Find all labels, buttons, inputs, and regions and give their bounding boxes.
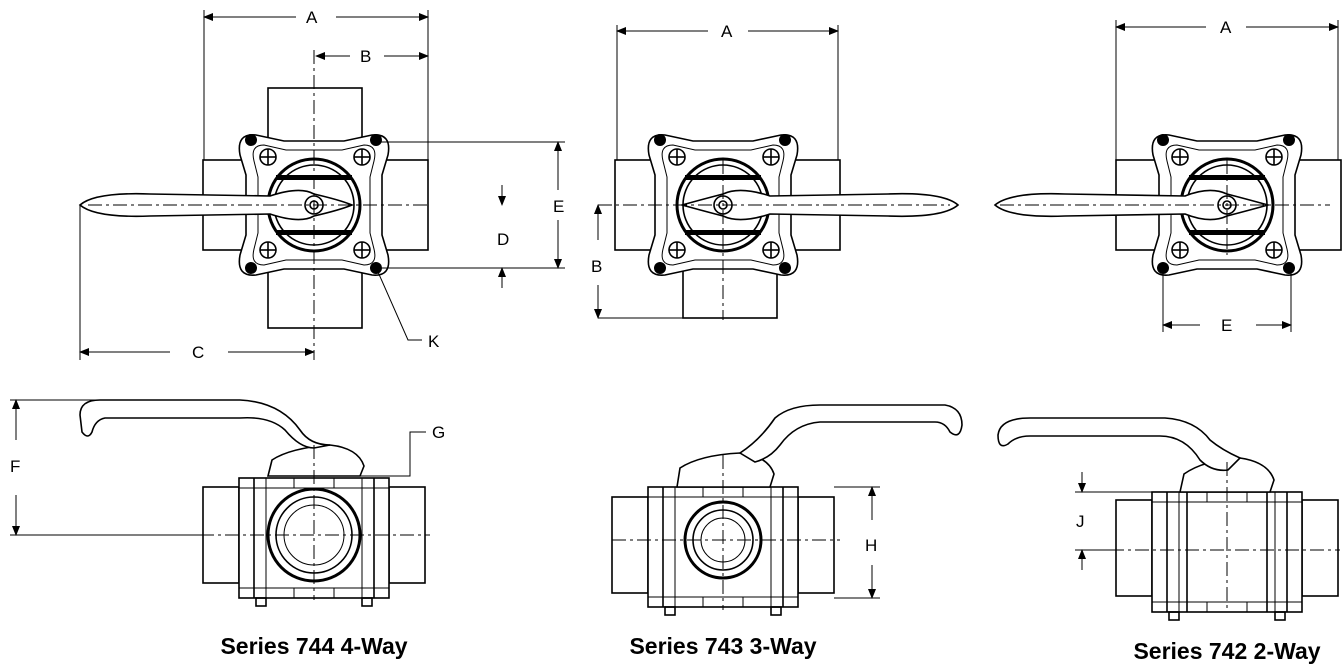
dim-a-742: A xyxy=(1220,18,1232,37)
dim-k-744: K xyxy=(428,332,440,351)
dim-a-743: A xyxy=(721,22,733,41)
dim-b-743: B xyxy=(591,257,602,276)
series-742-top-view: A E xyxy=(993,18,1342,335)
series-742-side-view: J Series 742 2-Way xyxy=(997,417,1340,664)
caption-series-744: Series 744 4-Way xyxy=(220,633,407,659)
series-744-top-view: A B C E D K xyxy=(78,8,565,362)
dim-e-742: E xyxy=(1221,316,1232,335)
dim-d-744: D xyxy=(497,230,509,249)
series-743-side-view: H Series 743 3-Way xyxy=(611,404,963,659)
caption-series-743: Series 743 3-Way xyxy=(629,633,816,659)
dim-j-742: J xyxy=(1076,512,1085,531)
dim-h-743: H xyxy=(865,536,877,555)
dim-a-744: A xyxy=(306,8,318,27)
dim-f-744: F xyxy=(10,457,20,476)
dim-g-744: G xyxy=(432,423,445,442)
dim-e-744: E xyxy=(553,197,564,216)
dim-b-744: B xyxy=(360,47,371,66)
series-743-top-view: A B xyxy=(591,22,960,320)
dim-c-744: C xyxy=(192,343,204,362)
caption-series-742: Series 742 2-Way xyxy=(1133,638,1320,664)
series-744-side-view: F G Series 744 4-Way xyxy=(10,399,445,659)
